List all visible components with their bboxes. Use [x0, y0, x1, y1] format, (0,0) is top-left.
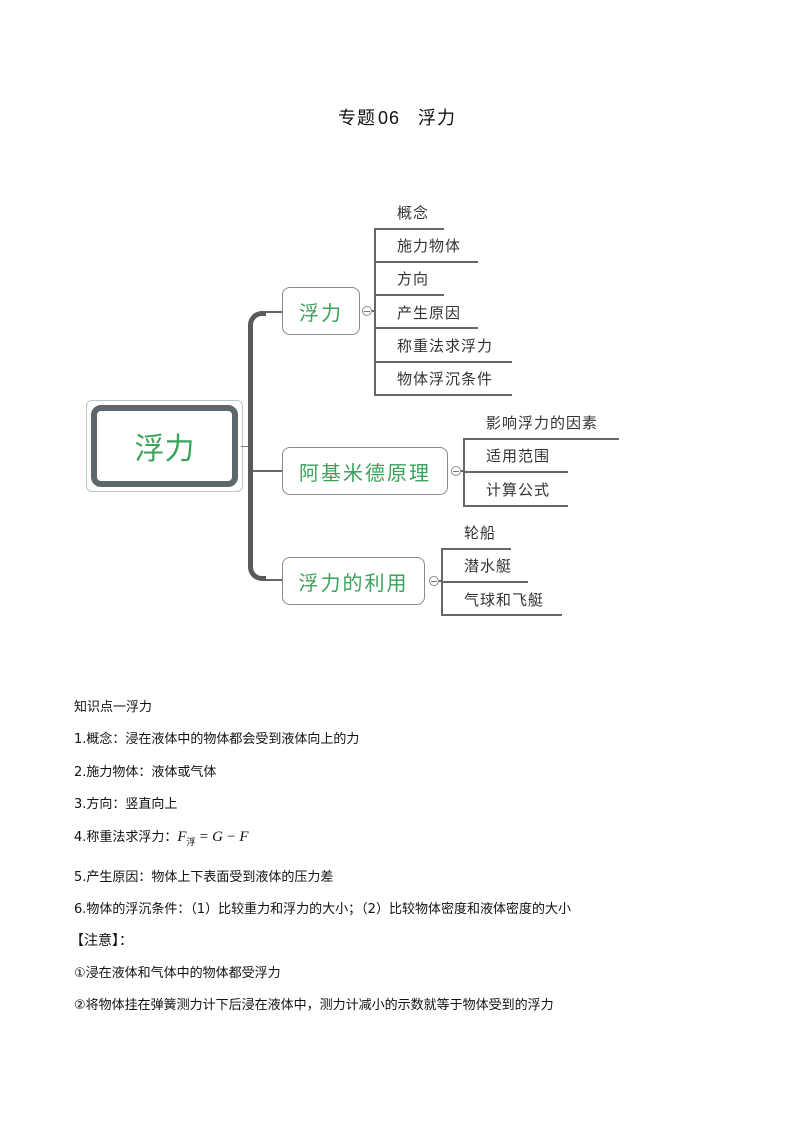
- leaf-ship[interactable]: 轮船: [464, 524, 497, 542]
- central-node-label: 浮力: [134, 432, 195, 467]
- leaf-underline: [374, 327, 478, 329]
- leaf-underline: [374, 361, 512, 363]
- leaf-submarine[interactable]: 潜水艇: [464, 557, 513, 575]
- connector: [372, 310, 375, 312]
- note-1: ①浸在液体和气体中的物体都受浮力: [74, 966, 281, 981]
- note-heading: 【注意】：: [70, 933, 133, 949]
- item-force-source: 2.施力物体：液体或气体: [74, 765, 217, 780]
- title-prefix: 专题: [337, 108, 376, 129]
- leaf-underline: [374, 294, 444, 296]
- connector: [439, 580, 442, 582]
- collapse-toggle-icon[interactable]: [429, 576, 439, 586]
- connector: [374, 228, 376, 395]
- leaf-formula[interactable]: 计算公式: [486, 481, 551, 499]
- leaf-influencing-factors[interactable]: 影响浮力的因素: [486, 414, 599, 432]
- leaf-underline: [441, 548, 511, 550]
- leaf-balloon-airship[interactable]: 气球和飞艇: [464, 591, 545, 609]
- branch-node-buoyancy[interactable]: 浮力: [282, 287, 360, 335]
- section-heading: 知识点一浮力: [74, 700, 153, 715]
- collapse-toggle-icon[interactable]: [362, 306, 372, 316]
- branch-node-archimedes[interactable]: 阿基米德原理: [282, 447, 448, 495]
- item-cause: 5.产生原因：物体上下表面受到液体的压力差: [74, 870, 334, 885]
- leaf-underline: [374, 228, 444, 230]
- leaf-underline: [374, 261, 478, 263]
- leaf-float-sink-conditions[interactable]: 物体浮沉条件: [397, 370, 494, 388]
- branch-spine: [248, 311, 266, 581]
- connector: [241, 446, 249, 447]
- note-2: ②将物体挂在弹簧测力计下后浸在液体中，测力计减小的示数就等于物体受到的浮力: [74, 998, 554, 1013]
- title-topic: 浮力: [418, 108, 457, 129]
- connector: [253, 470, 282, 472]
- item-weighing-method: 4.称重法求浮力：F浮=G−F: [74, 826, 249, 848]
- leaf-weighing-method[interactable]: 称重法求浮力: [397, 337, 494, 355]
- connector: [461, 470, 464, 472]
- central-node: 浮力: [91, 405, 238, 487]
- item-float-sink-conditions: 6.物体的浮沉条件：（1）比较重力和浮力的大小；（2）比较物体密度和液体密度的大…: [74, 902, 571, 917]
- leaf-underline: [441, 581, 528, 583]
- title-number: 06: [377, 108, 401, 128]
- branch-node-applications[interactable]: 浮力的利用: [282, 557, 425, 605]
- leaf-direction[interactable]: 方向: [397, 270, 430, 288]
- branch-node-label: 阿基米德原理: [299, 460, 431, 485]
- item-concept: 1.概念：浸在液体中的物体都会受到液体向上的力: [74, 732, 360, 747]
- item-weighing-label: 4.称重法求浮力：: [74, 830, 178, 845]
- leaf-force-source[interactable]: 施力物体: [397, 237, 462, 255]
- leaf-underline: [463, 505, 568, 507]
- branch-node-label: 浮力: [299, 300, 343, 325]
- leaf-underline: [463, 438, 619, 440]
- leaf-scope[interactable]: 适用范围: [486, 447, 551, 465]
- leaf-underline: [374, 394, 512, 396]
- leaf-underline: [441, 614, 562, 616]
- leaf-underline: [463, 471, 568, 473]
- branch-node-label: 浮力的利用: [298, 570, 409, 595]
- collapse-toggle-icon[interactable]: [451, 466, 461, 476]
- connector: [266, 579, 282, 581]
- leaf-cause[interactable]: 产生原因: [397, 304, 462, 322]
- leaf-concept[interactable]: 概念: [397, 204, 430, 222]
- connector: [266, 311, 282, 313]
- item-direction: 3.方向：竖直向上: [74, 797, 178, 812]
- buoyancy-formula: F浮=G−F: [177, 829, 249, 848]
